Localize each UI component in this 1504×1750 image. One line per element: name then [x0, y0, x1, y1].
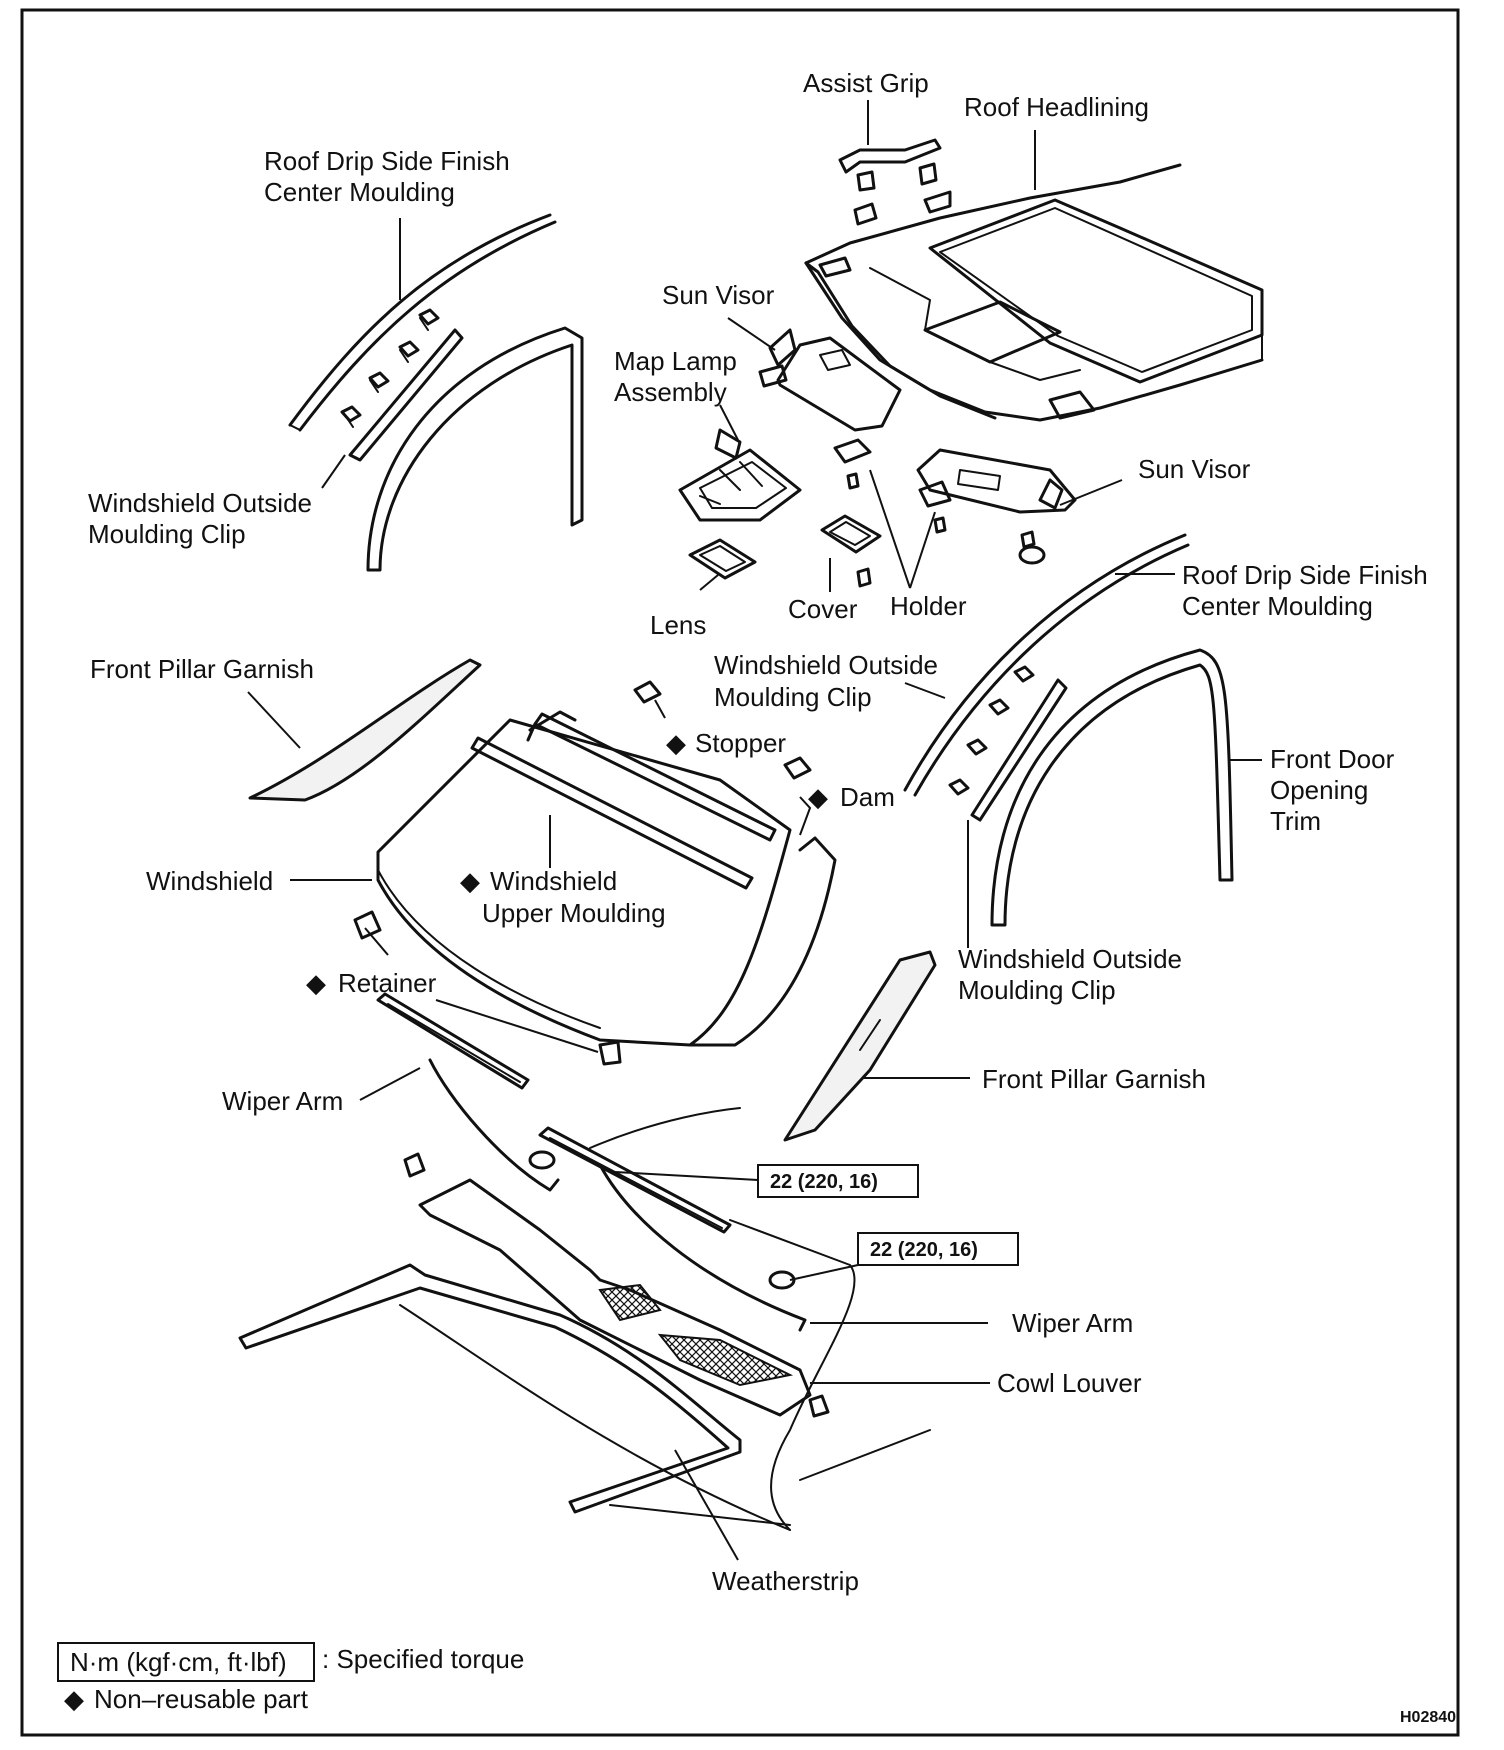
label-ws-clip-mid-line1: Windshield Outside	[714, 650, 938, 680]
torque-value-2: 22 (220, 16)	[870, 1239, 978, 1261]
part-labels: Assist Grip Roof Headlining Roof Drip Si…	[88, 68, 1428, 1596]
roof-headlining-drawing	[804, 163, 1264, 422]
label-ws-clip-right-line2: Moulding Clip	[958, 975, 1116, 1005]
ws-clip-strip-right-drawing	[948, 665, 1068, 822]
label-front-door-line1: Front Door	[1270, 744, 1395, 774]
label-lens: Lens	[650, 610, 706, 640]
front-pillar-garnish-right-drawing	[783, 950, 937, 1142]
label-dam-mark: ◆	[808, 782, 828, 812]
holder-drawing	[833, 438, 952, 534]
body-outline-drawing	[399, 1107, 931, 1531]
label-front-pillar-right: Front Pillar Garnish	[982, 1064, 1206, 1094]
label-ws-clip-left-line2: Moulding Clip	[88, 519, 246, 549]
label-ws-clip-right-line1: Windshield Outside	[958, 944, 1182, 974]
torque-value-1: 22 (220, 16)	[770, 1171, 878, 1193]
label-roof-drip-right-line1: Roof Drip Side Finish	[1182, 560, 1428, 590]
sun-visor-left-drawing	[758, 328, 902, 432]
stopper-dam-drawing	[633, 680, 812, 780]
label-ws-upper-line2: Upper Moulding	[482, 898, 666, 928]
torque-spec-2: 22 (220, 16)	[857, 1232, 1019, 1266]
weatherstrip-drawing	[238, 1263, 742, 1514]
retainer-drawing	[353, 910, 622, 1066]
label-holder: Holder	[890, 591, 967, 621]
cover-drawing	[820, 514, 882, 588]
figure-code: H02840	[1400, 1709, 1456, 1726]
label-retainer: Retainer	[338, 968, 437, 998]
label-ws-upper-mark: ◆	[460, 866, 480, 896]
windshield-drawing	[376, 710, 837, 1047]
label-assist-grip: Assist Grip	[803, 68, 929, 98]
label-roof-drip-left-line2: Center Moulding	[264, 177, 455, 207]
ws-clip-strip-left-drawing	[340, 308, 464, 462]
leader-lines	[247, 100, 1262, 1561]
label-stopper: Stopper	[695, 728, 786, 758]
label-dam: Dam	[840, 782, 895, 812]
label-ws-clip-mid-line2: Moulding Clip	[714, 682, 872, 712]
assist-grip-drawing	[838, 138, 952, 226]
label-map-lamp-line1: Map Lamp	[614, 346, 737, 376]
front-pillar-garnish-left-drawing	[248, 658, 482, 802]
roof-drip-left-drawing	[288, 213, 557, 432]
map-lamp-assembly-drawing	[678, 428, 802, 522]
legend: N·m (kgf·cm, ft·lbf) : Specified torque …	[57, 1642, 1456, 1726]
cowl-louver-drawing	[403, 1152, 830, 1418]
label-roof-headlining: Roof Headlining	[964, 92, 1149, 122]
legend-nonreusable-mark: ◆	[64, 1684, 84, 1714]
label-ws-upper-line1: Windshield	[490, 866, 617, 896]
label-stopper-mark: ◆	[666, 728, 686, 758]
label-sun-visor-right: Sun Visor	[1138, 454, 1251, 484]
label-roof-drip-left-line1: Roof Drip Side Finish	[264, 146, 510, 176]
roof-drip-right-drawing	[903, 533, 1190, 797]
label-front-door-line2: Opening	[1270, 775, 1368, 805]
lens-drawing	[688, 538, 757, 580]
label-cover: Cover	[788, 594, 858, 624]
label-front-pillar-left: Front Pillar Garnish	[90, 654, 314, 684]
diagram-frame	[20, 8, 1460, 1737]
wiper-arm-left-drawing	[376, 992, 560, 1192]
door-trim-left-drawing	[366, 326, 584, 572]
legend-nonreusable: Non–reusable part	[94, 1684, 309, 1714]
label-front-door-line3: Trim	[1270, 806, 1321, 836]
legend-torque-desc: : Specified torque	[322, 1644, 524, 1674]
sun-visor-right-drawing	[916, 448, 1077, 565]
legend-torque-unit: N·m (kgf·cm, ft·lbf)	[70, 1647, 287, 1677]
torque-spec-1: 22 (220, 16)	[757, 1164, 919, 1198]
label-ws-clip-left-line1: Windshield Outside	[88, 488, 312, 518]
label-wiper-arm-left: Wiper Arm	[222, 1086, 343, 1116]
label-windshield: Windshield	[146, 866, 273, 896]
label-retainer-mark: ◆	[306, 968, 326, 998]
wiper-arm-right-drawing	[528, 1126, 807, 1332]
label-map-lamp-line2: Assembly	[614, 377, 727, 407]
label-wiper-arm-right: Wiper Arm	[1012, 1308, 1133, 1338]
label-sun-visor-left: Sun Visor	[662, 280, 775, 310]
label-cowl-louver: Cowl Louver	[997, 1368, 1142, 1398]
label-roof-drip-right-line2: Center Moulding	[1182, 591, 1373, 621]
label-weatherstrip: Weatherstrip	[712, 1566, 859, 1596]
front-door-opening-trim-drawing	[990, 648, 1234, 927]
